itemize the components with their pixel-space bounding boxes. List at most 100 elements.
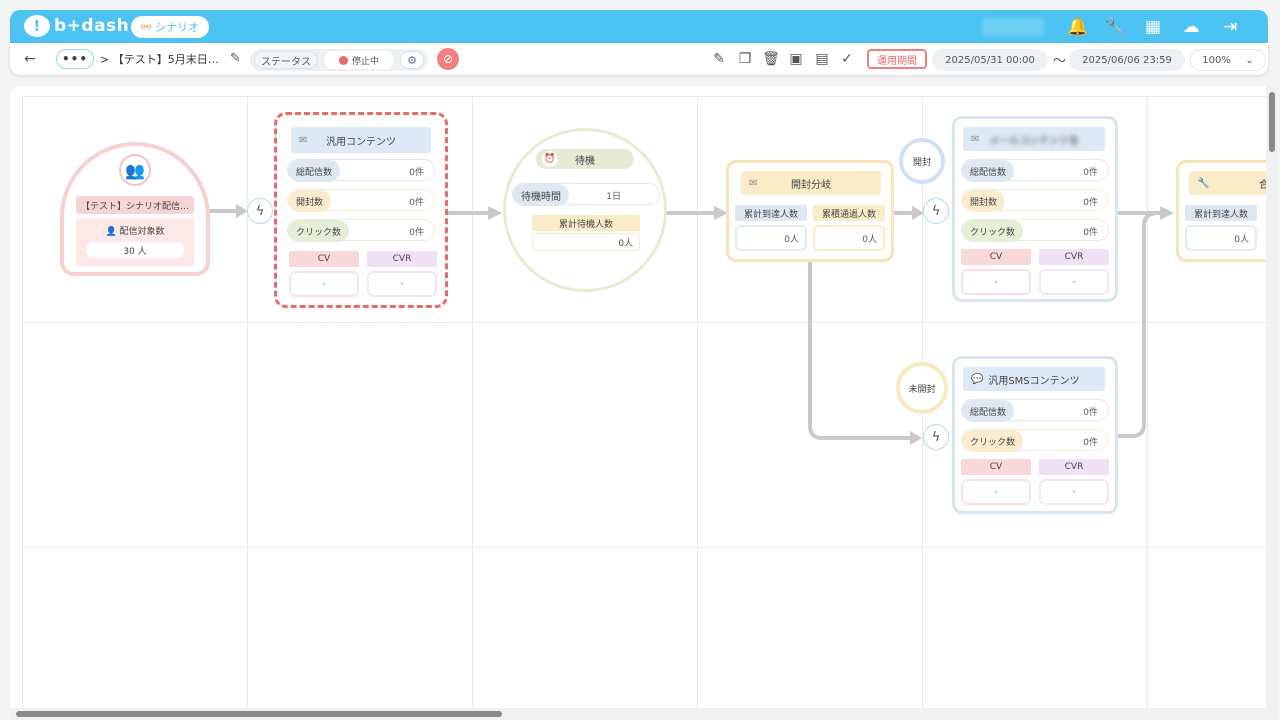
row-label: 総配信数 [962,400,1015,422]
cv-header: CV [961,249,1031,265]
logout-icon[interactable]: ⇥ [1222,17,1238,37]
cumulative-wait-value: 0人 [618,239,633,249]
clock-icon: ⏰ [542,151,558,167]
cv-value: - [961,269,1031,295]
open-branch-node[interactable]: ✉ 開封分岐 累計到達人数 累積通過人数 0人 0人 [726,160,894,262]
segment-node[interactable]: 👥 【テスト】シナリオ配信… 👤 配信対象数 30 人 [60,142,210,276]
logo-text: b+dash [54,16,130,36]
pause-icon [338,55,348,65]
app-header: ! b+dash ⚯ シナリオ 🔔 🔧 ▦ ☁ ⇥ [10,10,1268,43]
edit-icon[interactable]: ✎ [713,51,725,67]
end-date-field[interactable]: 2025/06/06 23:59 [1069,49,1185,71]
bell-icon[interactable]: 🔔 [1067,17,1089,37]
trash-icon[interactable]: 🗑 [762,51,780,67]
cv-value: - [289,271,359,297]
horizontal-scrollbar[interactable] [10,708,1278,720]
row-value: 0件 [1083,438,1098,448]
status-gear-icon[interactable]: ⚙ [400,51,424,69]
cvr-value: - [1039,479,1109,505]
apps-grid-icon[interactable]: ▦ [1144,17,1162,37]
unopened-branch-pin: 未開封 [896,362,948,414]
zoom-select[interactable]: 100% ⌄ [1190,49,1266,71]
content-node-mail[interactable]: ✉ メールコンテンツ名 総配信数 0件 開封数 0件 クリック数 0件 CV C… [952,116,1118,302]
date-tilde: 〜 [1053,54,1067,69]
target-row: 👤 配信対象数 [76,224,194,237]
horizontal-scroll-thumb[interactable] [16,711,502,717]
status-value-text: 停止中 [351,56,379,67]
bdash-logo[interactable]: ! b+dash [24,15,129,37]
vertical-scrollbar[interactable] [1266,86,1278,708]
branch-title-text: 開封分岐 [791,179,831,191]
row-label: クリック数 [962,430,1024,452]
wrench-icon[interactable]: 🔧 [1104,17,1126,37]
more-button[interactable]: ••• [56,49,94,69]
merge-reached-label: 累計到達人数 [1185,205,1257,221]
support-icon[interactable]: ☁ [1182,17,1200,37]
passed-label: 累積通過人数 [813,205,885,221]
grid-line [22,96,23,716]
cvr-header: CVR [367,251,437,267]
cvr-header: CVR [1039,249,1109,265]
content1-row-open: 開封数 0件 [287,189,435,212]
grid-line [22,322,1268,323]
wrench-icon: 🔧 [1197,177,1210,189]
edit-name-pencil-icon[interactable]: ✎ [230,51,241,66]
period-badge: 運用期間 [867,49,927,69]
content-node-generic[interactable]: ✉ 汎用コンテンツ 総配信数 0件 開封数 0件 クリック数 0件 CV CVR… [274,112,448,308]
wait-node[interactable]: ⏰ 待機 待機時間 1日 累計待機人数 0人 [503,128,667,292]
stop-prohibited-icon[interactable]: ⊘ [437,48,459,70]
row-label: 総配信数 [962,160,1015,182]
chevron-down-icon: ⌄ [1245,54,1254,66]
check-circle-icon[interactable]: ✓ [841,51,853,67]
chat-bubble-icon: 💬 [971,373,984,385]
wait-title-pill: ⏰ 待機 [536,149,634,169]
wait-time-value: 1日 [606,192,621,202]
back-button[interactable]: ← [24,51,36,67]
cv-header: CV [289,251,359,267]
content2-row-click: クリック数 0件 [961,219,1109,242]
target-value: 30 人 [86,242,184,258]
mail-icon: ✉ [299,134,308,146]
scenario-chip-label: シナリオ [155,21,200,34]
grid-line [247,96,248,716]
merge-reached-value: 0人 [1185,225,1257,251]
trigger-bolt-icon[interactable]: ϟ [923,198,949,224]
segment-target-box: 👤 配信対象数 30 人 [76,218,194,266]
content-node-sms[interactable]: 💬 汎用SMSコンテンツ 総配信数 0件 クリック数 0件 CV CVR - - [952,356,1118,514]
scenario-chip[interactable]: ⚯ シナリオ [131,16,209,38]
cumulative-wait-value-box: 0人 [532,233,640,251]
document-icon[interactable]: ▤ [815,51,829,67]
row-value: 0件 [1083,198,1098,208]
start-date-field[interactable]: 2025/05/31 00:00 [932,49,1048,71]
trigger-bolt-icon[interactable]: ϟ [247,198,273,224]
cv-header: CV [961,459,1031,475]
row-value: 0件 [1083,168,1098,178]
trigger-bolt-icon[interactable]: ϟ [923,424,949,450]
branch-title: ✉ 開封分岐 [741,171,881,195]
content1-title: ✉ 汎用コンテンツ [291,127,431,153]
status-value[interactable]: 停止中 [324,51,394,69]
status-label: ステータス [254,51,318,69]
flow-connectors [208,204,1174,445]
merge-node[interactable]: 🔧 合流 累計到達人数 0人 [1176,160,1278,262]
cvr-header: CVR [1039,459,1109,475]
wait-time-label: 待機時間 [513,184,569,206]
copy-icon[interactable]: ❐ [738,51,752,67]
flow-canvas[interactable]: 👥 【テスト】シナリオ配信… 👤 配信対象数 30 人 ϟ ✉ 汎用コンテンツ … [10,86,1278,720]
grid-line [22,96,1268,97]
row-value: 0件 [409,168,424,178]
zoom-value: 100% [1202,54,1231,66]
user-name-blurred [982,18,1044,36]
grid-line [697,96,698,716]
vertical-scroll-thumb[interactable] [1269,92,1275,152]
wait-title: 待機 [575,155,595,167]
sms-row-click: クリック数 0件 [961,429,1109,452]
passed-value: 0人 [813,225,885,251]
content2-title-text: メールコンテンツ名 [989,135,1079,147]
merge-title: 🔧 合流 [1189,171,1278,195]
content1-row-total: 総配信数 0件 [287,159,435,182]
row-value: 0件 [1083,228,1098,238]
cvr-value: - [367,271,437,297]
archive-icon[interactable]: ▣ [789,51,803,67]
breadcrumb[interactable]: > 【テスト】5月末日… [100,53,219,66]
